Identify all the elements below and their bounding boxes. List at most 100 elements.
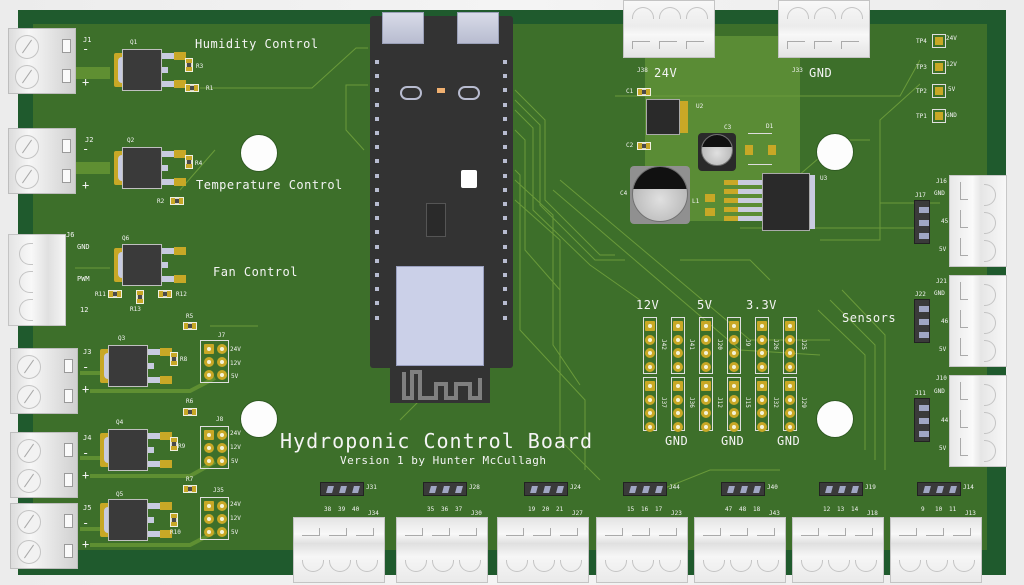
rail-header-j15[interactable] — [727, 377, 741, 432]
rail-header-j42[interactable] — [643, 317, 657, 374]
terminal-block-j1[interactable] — [8, 28, 76, 94]
test-point-tp3[interactable] — [932, 60, 946, 74]
terminal-block-j38[interactable] — [623, 0, 715, 58]
io-header-j31[interactable] — [320, 482, 364, 496]
rail-header-j41[interactable] — [671, 317, 685, 374]
rail-header-j25[interactable] — [783, 317, 797, 374]
rail-header-j12[interactable] — [699, 377, 713, 432]
label-j40: J40 — [767, 484, 778, 491]
resistor-r1 — [185, 84, 199, 92]
terminal-block-j30[interactable] — [396, 517, 488, 583]
label-j20: J20 — [716, 339, 723, 350]
test-point-tp1[interactable] — [932, 109, 946, 123]
esp32-pin — [503, 116, 507, 121]
label-gpio-37: 37 — [455, 506, 463, 513]
usb-port-right[interactable] — [457, 12, 499, 44]
label-j1-minus: - — [82, 42, 90, 56]
label-gpio-47: 47 — [725, 506, 733, 513]
terminal-block-j43[interactable] — [694, 517, 786, 583]
io-header-j40[interactable] — [721, 482, 765, 496]
label-gpio-17: 17 — [655, 506, 663, 513]
label-q5: Q5 — [116, 491, 124, 498]
io-header-j19[interactable] — [819, 482, 863, 496]
esp32-pin — [503, 60, 507, 64]
terminal-block-j21[interactable] — [949, 275, 1007, 367]
terminal-block-j5[interactable] — [10, 503, 78, 569]
rail-header-j32[interactable] — [755, 377, 769, 432]
label-j30: J30 — [471, 510, 482, 517]
io-header-j24[interactable] — [524, 482, 568, 496]
voltage-selector-j8[interactable] — [200, 426, 229, 469]
label-j21: J21 — [936, 278, 947, 285]
terminal-block-j23[interactable] — [596, 517, 688, 583]
label-r13: R13 — [130, 306, 141, 313]
button-boot[interactable] — [400, 86, 422, 100]
terminal-block-j18[interactable] — [792, 517, 884, 583]
io-header-j28[interactable] — [423, 482, 467, 496]
mounting-hole — [816, 133, 854, 171]
u3-lead — [738, 189, 762, 194]
test-point-tp2[interactable] — [932, 84, 946, 98]
label-j41: J41 — [688, 339, 695, 350]
io-header-j44[interactable] — [623, 482, 667, 496]
rail-header-j20[interactable] — [699, 317, 713, 374]
label-j5-minus: - — [82, 516, 90, 530]
u3-pad — [724, 207, 738, 212]
terminal-block-j10[interactable] — [949, 375, 1007, 467]
diode-d1-pad — [745, 145, 753, 155]
usb-port-left[interactable] — [382, 12, 424, 44]
inductor-l1 — [705, 208, 715, 216]
label-j35-5v: 5V — [231, 529, 239, 536]
rail-header-j29[interactable] — [783, 377, 797, 432]
esp32-pin — [375, 216, 379, 221]
resistor-r8 — [170, 352, 178, 366]
esp32-pin — [375, 102, 379, 107]
voltage-selector-j7[interactable] — [200, 340, 229, 383]
terminal-block-j3[interactable] — [10, 348, 78, 414]
button-reset[interactable] — [458, 86, 480, 100]
test-point-tp4[interactable] — [932, 34, 946, 48]
label-j4-minus: - — [82, 446, 90, 460]
label-j26: J26 — [772, 339, 779, 350]
label-24v-input: 24V — [654, 66, 678, 80]
label-gpio-40: 40 — [352, 506, 360, 513]
label-j3: J3 — [83, 348, 92, 356]
sensor-header-j17[interactable] — [914, 200, 930, 244]
label-gpio-14: 14 — [851, 506, 859, 513]
sensor-header-j11[interactable] — [914, 398, 930, 442]
label-tp3-voltage: 12V — [946, 61, 957, 68]
esp32-pin — [503, 258, 507, 263]
mounting-hole — [816, 400, 854, 438]
label-q2: Q2 — [127, 137, 135, 144]
esp32-rf-shield — [396, 266, 484, 366]
label-j23: J23 — [671, 510, 682, 517]
label-q4: Q4 — [116, 419, 124, 426]
label-r9: R9 — [178, 443, 186, 450]
terminal-block-j27[interactable] — [497, 517, 589, 583]
rail-header-j9[interactable] — [727, 317, 741, 374]
terminal-block-j6[interactable] — [8, 234, 66, 326]
io-header-j14[interactable] — [917, 482, 961, 496]
rail-header-j26[interactable] — [755, 317, 769, 374]
esp32-pin — [503, 173, 507, 178]
label-j38: J38 — [637, 67, 648, 74]
label-r11: R11 — [95, 291, 106, 298]
label-j32: J32 — [772, 397, 779, 408]
label-gpio-19: 19 — [528, 506, 536, 513]
esp32-pin — [375, 173, 379, 178]
label-gpio-35: 35 — [427, 506, 435, 513]
terminal-block-j33[interactable] — [778, 0, 870, 58]
terminal-block-j2[interactable] — [8, 128, 76, 194]
sensor-header-j22[interactable] — [914, 299, 930, 343]
voltage-selector-j35[interactable] — [200, 497, 229, 540]
rail-header-j37[interactable] — [643, 377, 657, 432]
terminal-block-j13[interactable] — [890, 517, 982, 583]
terminal-block-j4[interactable] — [10, 432, 78, 498]
resistor-r13 — [136, 290, 144, 304]
section-humidity-control: Humidity Control — [195, 37, 319, 51]
terminal-block-j16[interactable] — [949, 175, 1007, 267]
label-j10-5v: 5V — [939, 445, 947, 452]
rail-header-j36[interactable] — [671, 377, 685, 432]
terminal-block-j34[interactable] — [293, 517, 385, 583]
label-l1: L1 — [692, 198, 700, 205]
